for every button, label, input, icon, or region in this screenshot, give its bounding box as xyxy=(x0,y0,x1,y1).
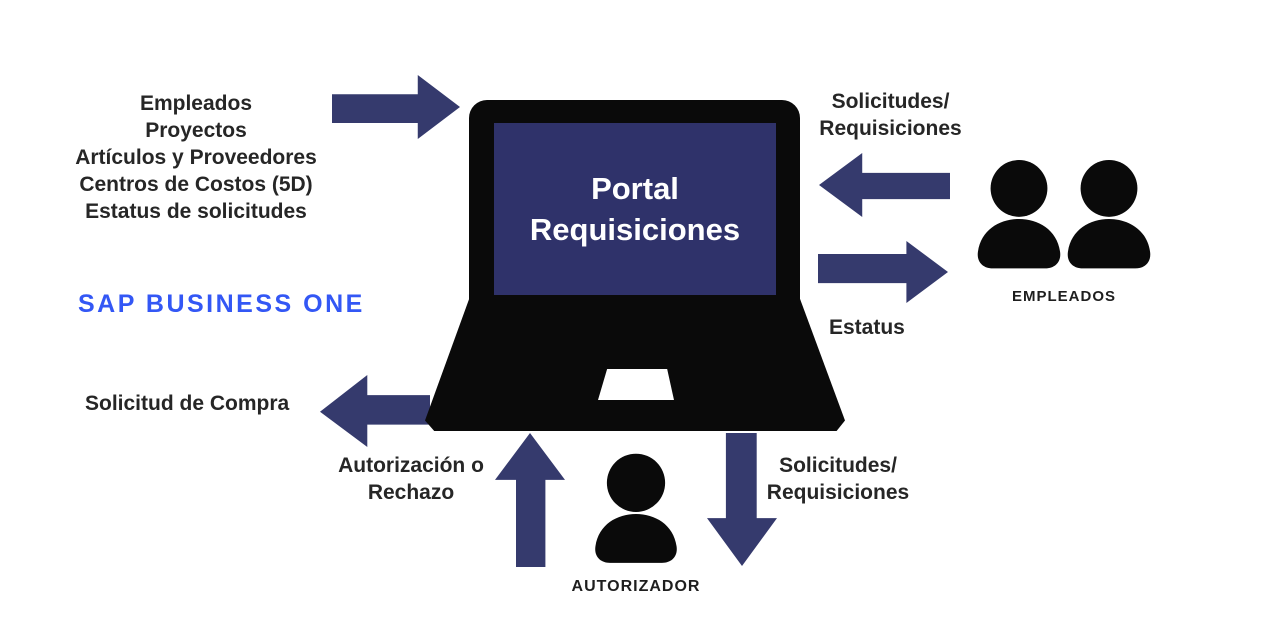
arrow-right-icon xyxy=(332,75,460,139)
arrow-right-icon xyxy=(818,241,948,303)
authorizer-label: AUTORIZADOR xyxy=(571,578,701,595)
input-item-estatus: Estatus de solicitudes xyxy=(85,200,307,223)
person-icon xyxy=(1056,160,1162,280)
laptop-notch xyxy=(598,369,674,400)
input-item-proyectos: Proyectos xyxy=(145,119,247,142)
authorizer-person-icon xyxy=(584,452,688,574)
authorization-label: Autorización o Rechazo xyxy=(338,454,484,504)
arrow-up-icon xyxy=(495,433,565,567)
laptop-base xyxy=(425,299,845,431)
status-label: Estatus xyxy=(829,316,905,339)
arrow-left-icon xyxy=(819,153,950,217)
purchase-request-label: Solicitud de Compra xyxy=(85,392,290,415)
input-item-centros: Centros de Costos (5D) xyxy=(79,173,313,196)
laptop-screen: Portal Requisiciones xyxy=(494,123,776,295)
input-item-empleados: Empleados xyxy=(139,92,253,115)
person-icon xyxy=(966,160,1072,280)
requests-label-bottom: Solicitudes/ Requisiciones xyxy=(766,454,910,504)
sap-business-one-label: SAP BUSINESS ONE xyxy=(78,290,365,318)
input-list: Empleados Proyectos Artículos y Proveedo… xyxy=(70,90,322,225)
employees-label: EMPLEADOS xyxy=(1011,288,1116,305)
arrow-left-icon xyxy=(320,375,430,447)
portal-title: Portal Requisiciones xyxy=(529,171,741,247)
input-item-articulos: Artículos y Proveedores xyxy=(75,146,317,169)
requests-label-top: Solicitudes/ Requisiciones xyxy=(819,90,962,140)
